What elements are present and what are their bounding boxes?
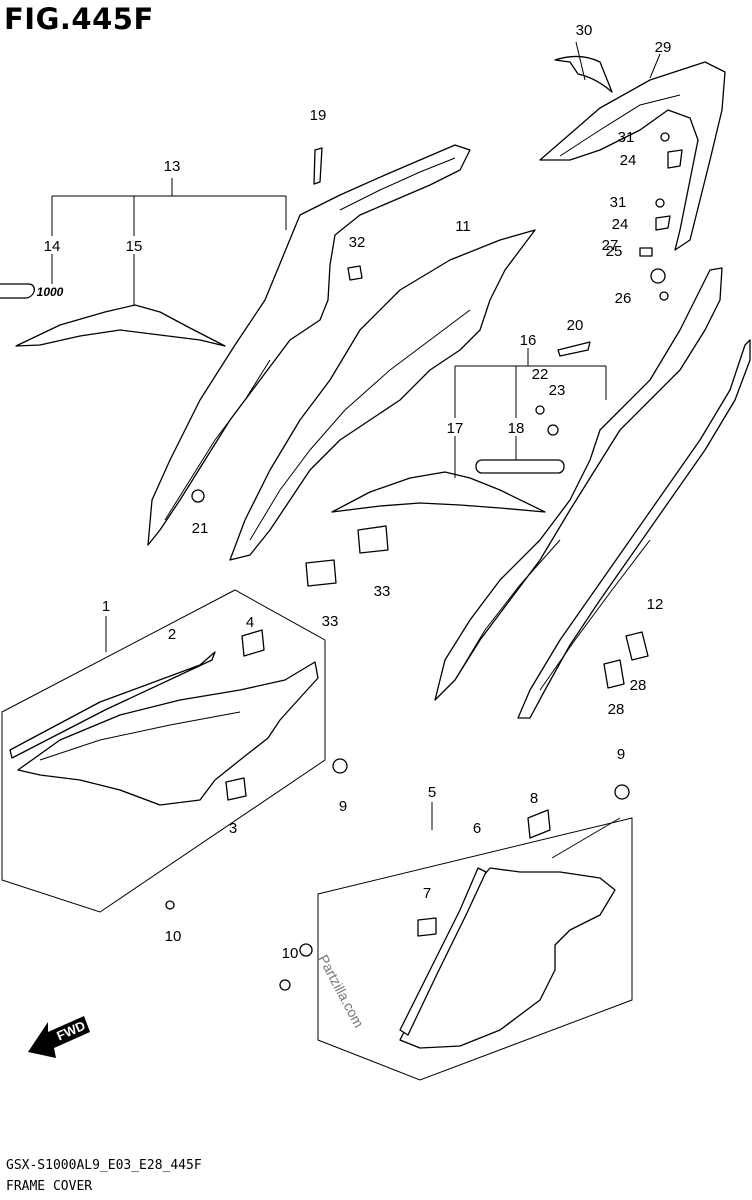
part-13-side-cover-left — [147, 144, 471, 546]
callout-32: 32 — [349, 234, 366, 251]
box-1-outline — [1, 589, 326, 913]
hardware-31-24-27-25-26 — [639, 132, 683, 301]
callout-28b: 28 — [608, 701, 625, 718]
callout-7: 7 — [423, 885, 431, 902]
callout-5: 5 — [428, 784, 436, 801]
callout-3: 3 — [229, 820, 237, 837]
callout-33a: 33 — [322, 613, 339, 630]
part-15-trim-left — [15, 304, 226, 347]
part-17-trim-right — [331, 471, 546, 513]
svg-text:1000: 1000 — [37, 285, 64, 299]
callout-9b: 9 — [617, 746, 625, 763]
part-16-side-cover-right — [434, 267, 723, 701]
callout-1: 1 — [102, 598, 110, 615]
callout-13: 13 — [164, 158, 181, 175]
callout-27: 27 — [602, 237, 619, 254]
watermark: Partzilla.com — [315, 952, 367, 1030]
callout-21: 21 — [192, 520, 209, 537]
callout-4: 4 — [246, 614, 254, 631]
callout-20: 20 — [567, 317, 584, 334]
svg-text:Partzilla.com: Partzilla.com — [315, 952, 367, 1030]
callout-labels: 1 2 3 4 5 6 7 8 9 9 10 10 11 12 13 14 15… — [44, 22, 672, 962]
callout-11: 11 — [455, 218, 471, 235]
callout-10a: 10 — [165, 928, 182, 945]
callout-28a: 28 — [630, 677, 647, 694]
callout-24b: 24 — [612, 216, 629, 233]
small-clips — [191, 147, 649, 689]
model-code: GSX-S1000AL9_E03_E28_445F — [6, 1158, 202, 1173]
box-5-outline — [317, 817, 633, 1081]
callout-16: 16 — [520, 332, 537, 349]
part-1-frame-cover-left — [9, 629, 348, 910]
callout-26: 26 — [615, 290, 632, 307]
callout-30: 30 — [576, 22, 593, 39]
figure-title: FIG.445F — [4, 2, 154, 36]
callout-24a: 24 — [620, 152, 637, 169]
callout-8: 8 — [530, 790, 538, 807]
callout-25: 25 — [606, 243, 623, 260]
callout-17: 17 — [447, 420, 464, 437]
callout-9a: 9 — [339, 798, 347, 815]
part-11-inner-panel — [229, 229, 536, 561]
callout-6: 6 — [473, 820, 481, 837]
part-29-tail-cowl — [539, 61, 726, 251]
callout-19: 19 — [310, 107, 327, 124]
callout-22: 22 — [532, 366, 549, 383]
callout-15: 15 — [126, 238, 143, 255]
part-14-decal-left: 1000 — [0, 283, 64, 299]
callout-29: 29 — [655, 39, 672, 56]
callout-12: 12 — [647, 596, 664, 613]
callout-10b: 10 — [282, 945, 299, 962]
callout-18: 18 — [508, 420, 525, 437]
callout-33b: 33 — [374, 583, 391, 600]
fwd-arrow-icon: FWD — [28, 1016, 90, 1058]
callout-31b: 31 — [610, 194, 627, 211]
part-5-frame-cover-right — [279, 784, 630, 1049]
figure-caption: FRAME COVER — [6, 1179, 93, 1194]
callout-2: 2 — [168, 626, 176, 643]
callout-23: 23 — [549, 382, 566, 399]
part-12-rail — [517, 339, 751, 719]
callout-31a: 31 — [618, 129, 635, 146]
part-18-decal-right — [475, 459, 565, 474]
leader-lines — [51, 41, 661, 830]
callout-14: 14 — [44, 238, 61, 255]
